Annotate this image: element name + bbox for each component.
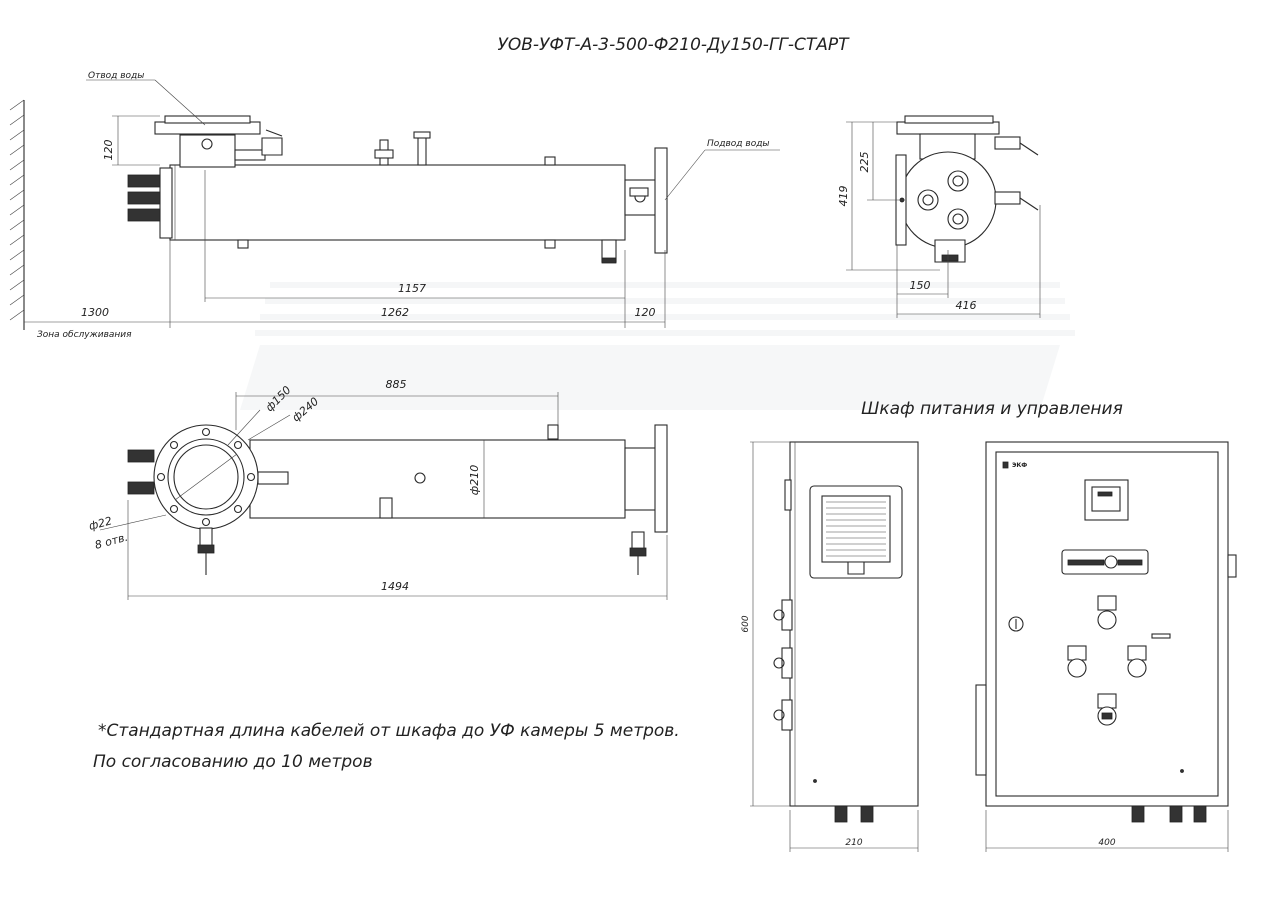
chamber-side-view <box>9 79 780 330</box>
drawing-title: УОВ-УФТ-А-3-500-Ф210-Ду150-ГГ-СТАРТ <box>497 35 850 55</box>
dim-1300: 1300 <box>81 306 109 319</box>
dim-225: 225 <box>858 152 871 173</box>
dim-1157: 1157 <box>398 282 426 295</box>
dim-885: 885 <box>386 378 407 391</box>
cabinet-title: Шкаф питания и управления <box>861 399 1123 419</box>
dim-150-side: 150 <box>910 279 931 292</box>
dim-phi210: ф210 <box>468 465 481 495</box>
cabinet-front-view: ЭКФ <box>975 441 1237 852</box>
dim-phi22: ф22 <box>87 514 113 533</box>
dim-600: 600 <box>741 615 751 632</box>
dim-210: 210 <box>845 838 862 848</box>
dim-120-bottom: 120 <box>635 306 656 319</box>
cable-note-line1: *Стандартная длина кабелей от шкафа до У… <box>98 721 680 741</box>
dim-419: 419 <box>837 186 850 207</box>
dim-1262: 1262 <box>381 306 409 319</box>
chamber-top-view <box>99 392 668 600</box>
brand-label: ЭКФ <box>1012 462 1027 469</box>
outlet-label: Отвод воды <box>88 71 144 81</box>
dim-416: 416 <box>956 299 977 312</box>
dim-120-top: 120 <box>102 140 115 161</box>
chamber-end-view <box>846 115 1041 318</box>
dim-1494: 1494 <box>381 580 409 593</box>
cable-note-line2: По согласованию до 10 метров <box>93 752 373 772</box>
service-zone-label: Зона обслуживания <box>37 330 132 340</box>
cabinet-side-view <box>750 441 919 852</box>
watermark <box>240 282 1075 410</box>
holes-label: 8 отв. <box>93 531 129 552</box>
inlet-label: Подвод воды <box>707 139 770 149</box>
dim-400: 400 <box>1098 838 1115 848</box>
